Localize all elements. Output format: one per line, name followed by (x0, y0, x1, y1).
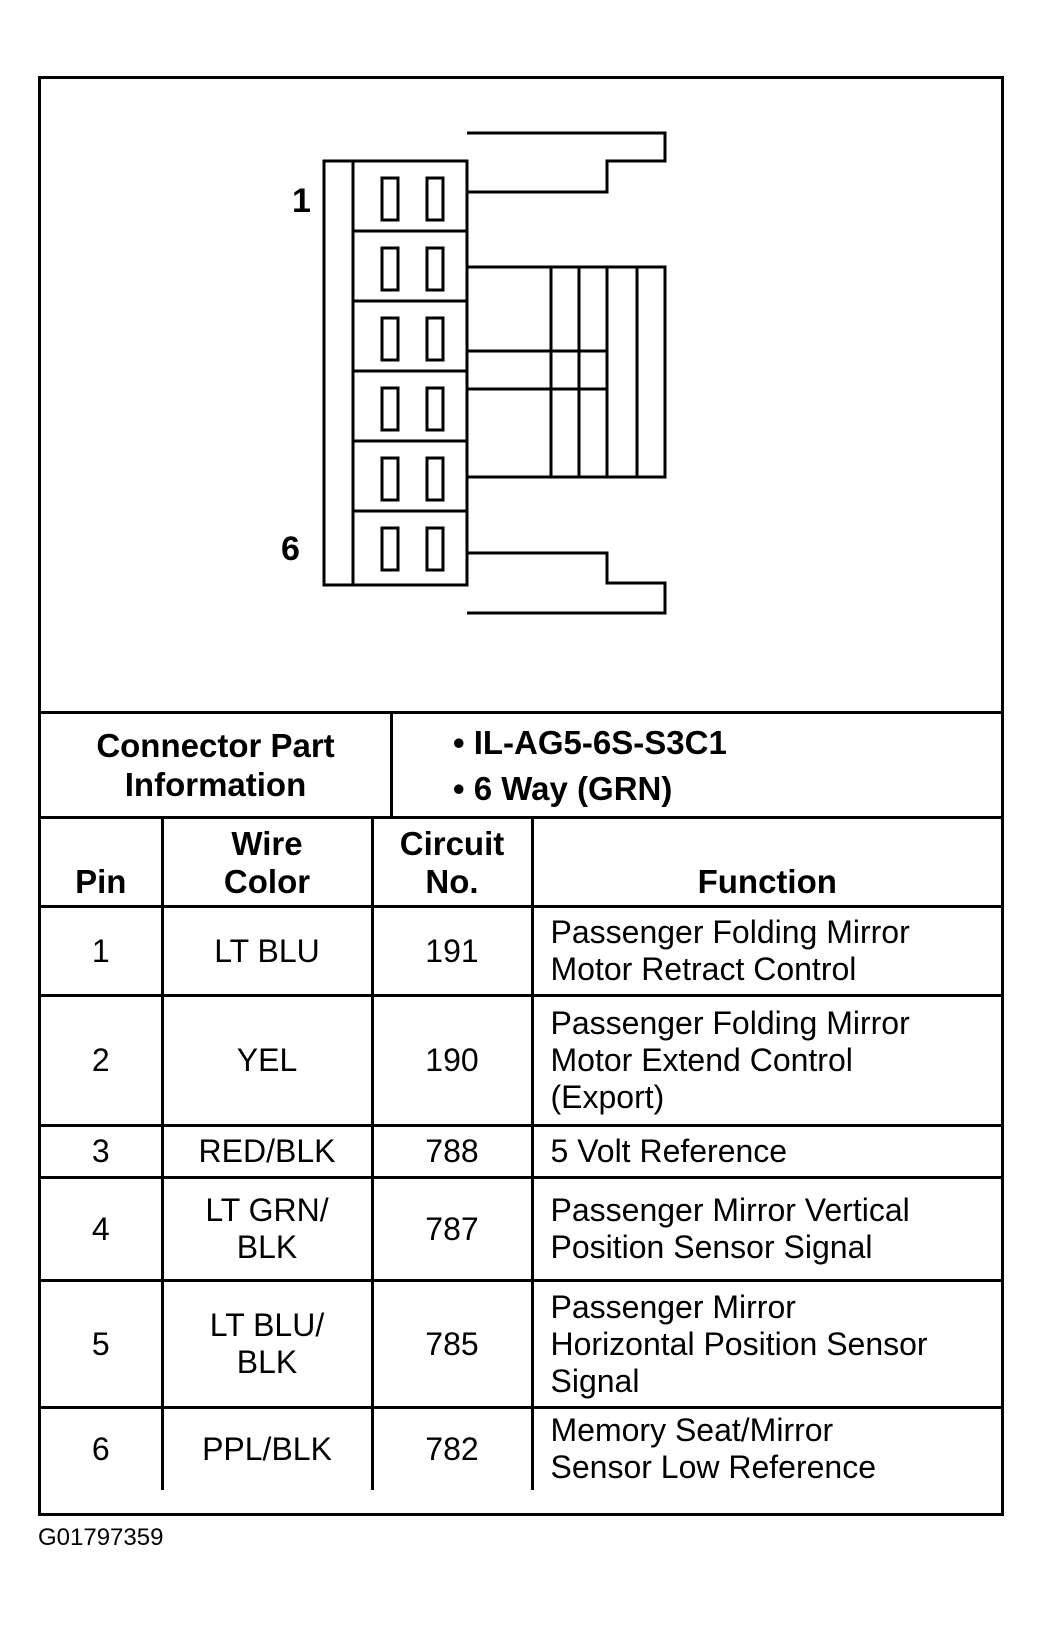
cell-function: Passenger Mirror Vertical Position Senso… (530, 1176, 1001, 1282)
connector-info-list: • IL-AG5-6S-S3C1 • 6 Way (GRN) (393, 714, 1001, 816)
cell-wire-color: LT BLU (160, 905, 374, 997)
cell-function: Passenger Mirror Horizontal Position Sen… (530, 1279, 1001, 1409)
connector-type: 6 Way (GRN) (473, 770, 673, 807)
table-row: 5 LT BLU/ BLK 785 Passenger Mirror Horiz… (41, 1279, 1001, 1409)
cell-wire-color: LT BLU/ BLK (160, 1279, 374, 1409)
cell-function: Passenger Folding Mirror Motor Extend Co… (530, 994, 1001, 1127)
header-wire-color: Wire Color (160, 819, 374, 908)
connector-info-item: • IL-AG5-6S-S3C1 (453, 724, 727, 761)
header-circuit-no: Circuit No. (370, 819, 534, 908)
cell-circuit: 785 (370, 1279, 534, 1409)
cell-pin: 3 (41, 1124, 164, 1179)
connector-figure: 1 6 Connector Part Information • IL-AG5-… (38, 76, 1004, 1516)
table-header-row: Pin Wire Color Circuit No. Function (41, 819, 1001, 908)
pin-1-label: 1 (292, 182, 311, 220)
connector-housing (322, 159, 469, 587)
pin-table: Pin Wire Color Circuit No. Function 1 LT… (41, 819, 1001, 1490)
cell-pin: 4 (41, 1176, 164, 1282)
table-row: 4 LT GRN/ BLK 787 Passenger Mirror Verti… (41, 1176, 1001, 1282)
upper-latch (467, 131, 667, 194)
table-row: 3 RED/BLK 788 5 Volt Reference (41, 1124, 1001, 1179)
cell-pin: 6 (41, 1406, 164, 1490)
part-number: IL-AG5-6S-S3C1 (473, 724, 727, 761)
cell-circuit: 782 (370, 1406, 534, 1490)
connector-diagram: 1 6 (281, 131, 667, 615)
cell-circuit: 190 (370, 994, 534, 1127)
cell-circuit: 788 (370, 1124, 534, 1179)
table-row: 1 LT BLU 191 Passenger Folding Mirror Mo… (41, 905, 1001, 997)
cell-circuit: 191 (370, 905, 534, 997)
center-lock (467, 265, 667, 479)
lower-latch (467, 551, 667, 615)
connector-info-label: Connector Part Information (41, 714, 393, 816)
cell-circuit: 787 (370, 1176, 534, 1282)
table-row: 6 PPL/BLK 782 Memory Seat/Mirror Sensor … (41, 1406, 1001, 1490)
cell-wire-color: YEL (160, 994, 374, 1127)
figure-id: G01797359 (38, 1524, 164, 1551)
cell-function: 5 Volt Reference (530, 1124, 1001, 1179)
table-row: 2 YEL 190 Passenger Folding Mirror Motor… (41, 994, 1001, 1127)
cell-wire-color: RED/BLK (160, 1124, 374, 1179)
cell-pin: 1 (41, 905, 164, 997)
connector-info-item: • 6 Way (GRN) (453, 770, 673, 807)
connector-part-information: Connector Part Information • IL-AG5-6S-S… (41, 711, 1001, 819)
cell-wire-color: LT GRN/ BLK (160, 1176, 374, 1282)
header-function: Function (530, 819, 1001, 908)
cell-function: Passenger Folding Mirror Motor Retract C… (530, 905, 1001, 997)
pin-6-label: 6 (281, 530, 300, 568)
header-pin: Pin (41, 819, 164, 908)
terminal-slots (380, 176, 445, 572)
cell-wire-color: PPL/BLK (160, 1406, 374, 1490)
cell-pin: 2 (41, 994, 164, 1127)
cell-pin: 5 (41, 1279, 164, 1409)
cell-function: Memory Seat/Mirror Sensor Low Reference (530, 1406, 1001, 1490)
